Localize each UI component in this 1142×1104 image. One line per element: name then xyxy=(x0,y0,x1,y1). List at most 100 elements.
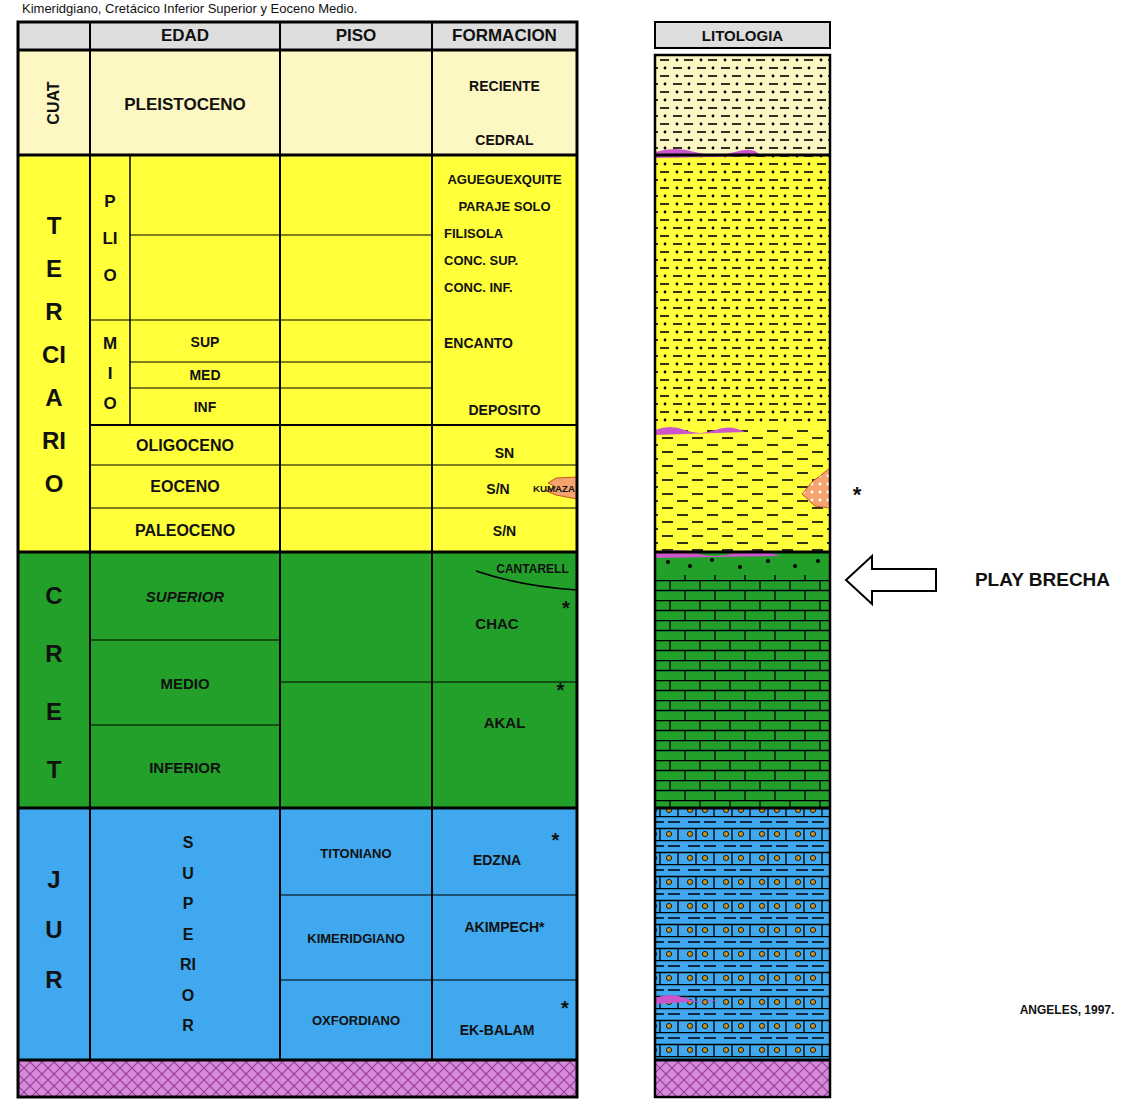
era-label-text: CRET xyxy=(42,567,66,799)
marker-star: * xyxy=(843,480,871,510)
source-label: ANGELES, 1997. xyxy=(998,998,1136,1022)
formation-label-text: S/N xyxy=(486,481,509,497)
formation-label-text: PARAJE SOLO xyxy=(458,199,550,214)
stage-label-text: TITONIANO xyxy=(320,846,391,861)
play-arrow xyxy=(846,556,936,604)
formation-label: AKAL xyxy=(432,705,577,739)
formation-label: PARAJE SOLO xyxy=(432,195,577,217)
epoch-label-text: OLIGOCENO xyxy=(136,437,234,455)
formation-label-text: EDZNA xyxy=(473,852,521,868)
formation-label: CONC. INF. xyxy=(432,276,577,298)
formation-label-text: AGUEGUEXQUITE xyxy=(447,172,561,187)
epoch-label-text: PALEOCENO xyxy=(135,522,235,540)
epoch-label: SUPERIOR xyxy=(150,810,226,1060)
formation-label: S/N xyxy=(466,474,530,504)
marker-star-text: * xyxy=(562,597,570,620)
epoch-label: SUPERIOR xyxy=(90,553,280,640)
formation-label-text: CONC. SUP. xyxy=(444,253,518,268)
formation-label: CANTARELL xyxy=(488,559,577,579)
epoch-label: PLIO xyxy=(90,158,130,318)
column-header-text: LITOLOGIA xyxy=(702,27,783,44)
epoch-label-text: PLEISTOCENO xyxy=(124,95,246,115)
formation-label-text: ENCANTO xyxy=(444,335,513,351)
formation-label-text: CANTARELL xyxy=(496,562,568,576)
formation-label-text: FILISOLA xyxy=(444,226,503,241)
era-label: TERCIARIO xyxy=(18,158,90,550)
column-header-text: FORMACION xyxy=(452,26,557,46)
formation-label: S/N xyxy=(432,516,577,546)
formation-label-text: DEPOSITO xyxy=(468,402,540,418)
formation-label-text: RECIENTE xyxy=(469,78,540,94)
formation-label-text: S/N xyxy=(493,523,516,539)
play-label: PLAY BRECHA xyxy=(945,566,1140,594)
subepoch-label: SUP xyxy=(130,322,280,362)
epoch-label: MEDIO xyxy=(90,641,280,725)
formation-label-text: KUMAZA xyxy=(533,483,575,494)
formation-label: EK-BALAM xyxy=(432,1015,562,1045)
era-label: CUAT xyxy=(18,50,90,155)
formation-label-text: CONC. INF. xyxy=(444,280,513,295)
epoch-label: PLEISTOCENO xyxy=(90,80,280,130)
play-label-text: PLAY BRECHA xyxy=(975,569,1110,591)
epoch-label-text: MEDIO xyxy=(160,675,209,692)
epoch-label-text: SUPERIOR xyxy=(180,828,196,1042)
formation-label: DEPOSITO xyxy=(432,397,577,423)
formation-label-text: SN xyxy=(495,445,514,461)
table-grid xyxy=(18,22,577,1097)
column-header: LITOLOGIA xyxy=(655,22,830,48)
formation-label: AKIMPECH* xyxy=(432,912,577,942)
era-label-text: JUR xyxy=(42,855,66,1005)
epoch-label-text: PLIO xyxy=(102,183,119,294)
epoch-label: PALEOCENO xyxy=(90,509,280,552)
epoch-label-text: SUPERIOR xyxy=(146,588,224,605)
subepoch-label: INF xyxy=(130,390,280,424)
formation-label: KUMAZA xyxy=(530,478,578,498)
epoch-label: MIO xyxy=(90,322,130,425)
era-label: CRET xyxy=(18,560,90,805)
subepoch-label-text: INF xyxy=(194,399,217,415)
formation-label: AGUEGUEXQUITE xyxy=(432,168,577,190)
marker-star-text: * xyxy=(557,679,565,702)
formation-label: SN xyxy=(432,440,577,466)
subepoch-label-text: SUP xyxy=(191,334,220,350)
formation-label-text: AKAL xyxy=(484,714,526,731)
marker-star-text: * xyxy=(552,829,560,852)
stage-label: TITONIANO xyxy=(280,838,432,868)
column-header: EDAD xyxy=(90,22,280,50)
epoch-label-text: MIO xyxy=(102,329,119,419)
marker-star: * xyxy=(548,678,573,703)
formation-label: CONC. SUP. xyxy=(432,249,577,271)
caption-fragment: Kimeridgiano, Cretácico Inferior Superio… xyxy=(10,0,710,16)
formation-label-text: EK-BALAM xyxy=(460,1022,535,1038)
marker-star: * xyxy=(555,596,577,621)
era-label-text: CUAT xyxy=(45,81,63,124)
lithology-column xyxy=(655,22,830,1097)
formation-label-text: AKIMPECH* xyxy=(464,919,544,935)
marker-star-text: * xyxy=(561,997,569,1020)
formation-label: RECIENTE xyxy=(432,72,577,100)
stage-label: OXFORDIANO xyxy=(280,1005,432,1035)
stage-label-text: KIMERIDGIANO xyxy=(307,931,405,946)
stage-label: KIMERIDGIANO xyxy=(280,923,432,953)
column-header: PISO xyxy=(280,22,432,50)
epoch-label-text: INFERIOR xyxy=(149,759,221,776)
subepoch-label: MED xyxy=(130,362,280,388)
marker-star-text: * xyxy=(853,482,862,508)
formation-label-text: CHAC xyxy=(475,615,518,632)
marker-star: * xyxy=(543,828,568,853)
epoch-label: OLIGOCENO xyxy=(90,426,280,465)
caption-fragment-text: Kimeridgiano, Cretácico Inferior Superio… xyxy=(22,1,357,16)
column-header-text: EDAD xyxy=(161,26,209,46)
formation-label: ENCANTO xyxy=(432,330,577,356)
formation-label: CHAC xyxy=(432,608,562,638)
column-header: FORMACION xyxy=(432,22,577,50)
era-label: JUR xyxy=(18,850,90,1010)
formation-label: FILISOLA xyxy=(432,222,577,244)
table-fills xyxy=(18,22,577,1097)
formation-label: EDZNA xyxy=(432,845,562,875)
source-label-text: ANGELES, 1997. xyxy=(1020,1003,1115,1017)
formation-label: CEDRAL xyxy=(432,126,577,154)
era-label-text: TERCIARIO xyxy=(42,204,66,505)
epoch-label: INFERIOR xyxy=(90,726,280,808)
